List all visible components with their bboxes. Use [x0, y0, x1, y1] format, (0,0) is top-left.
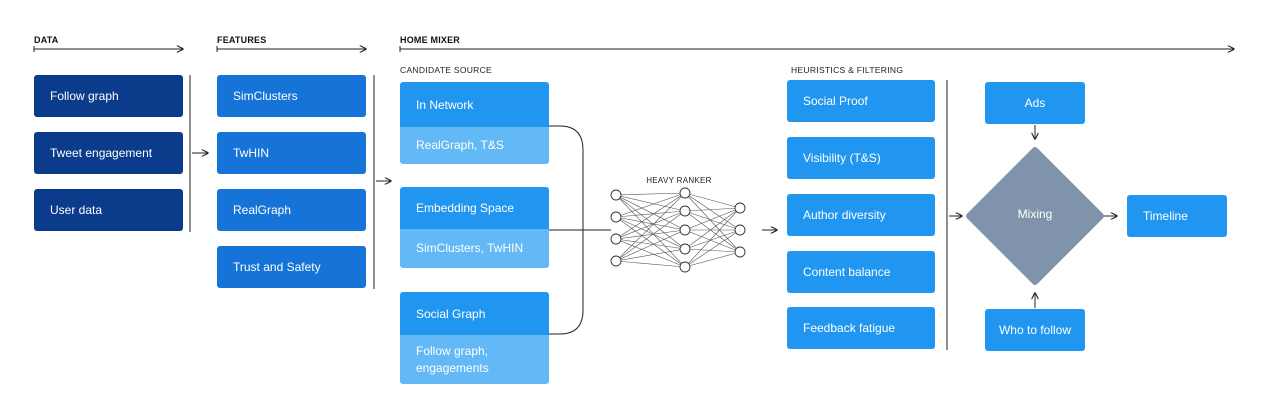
network-node — [679, 187, 691, 199]
network-node — [679, 261, 691, 273]
network-edge — [684, 210, 741, 253]
heuristic-feedback-fatigue: Feedback fatigue — [787, 307, 935, 349]
network-node — [734, 202, 746, 214]
network-edge — [615, 194, 686, 231]
network-node — [610, 233, 622, 245]
data-item-tweet-engagement: Tweet engagement — [34, 132, 183, 174]
network-edge — [684, 248, 741, 253]
network-node — [734, 224, 746, 236]
candidate-detail: RealGraph, T&S — [400, 127, 549, 164]
network-edge — [615, 248, 686, 262]
candidate-embedding-space: Embedding Space SimClusters, TwHIN — [400, 187, 549, 268]
network-edge — [615, 192, 686, 262]
network-node — [679, 243, 691, 255]
network-edge — [684, 210, 741, 231]
network-node — [679, 224, 691, 236]
heavy-ranker-label: HEAVY RANKER — [646, 176, 712, 185]
candidate-detail: Follow graph, engagements — [400, 335, 549, 384]
network-edge — [615, 194, 686, 250]
network-edge — [684, 192, 741, 231]
section-label-data: DATA — [34, 35, 59, 45]
network-edge — [615, 194, 686, 212]
section-label-home-mixer: HOME MIXER — [400, 35, 461, 45]
network-edge — [615, 216, 686, 268]
mixing-diamond — [966, 147, 1104, 285]
heuristic-content-balance: Content balance — [787, 251, 935, 293]
data-header-arrow — [33, 46, 183, 52]
network-edge — [615, 260, 686, 268]
heuristic-author-diversity: Author diversity — [787, 194, 935, 236]
heuristic-visibility: Visibility (T&S) — [787, 137, 935, 179]
candidate-merge-lines — [549, 125, 611, 335]
network-node — [734, 246, 746, 258]
network-edge — [615, 192, 686, 218]
timeline-box: Timeline — [1127, 195, 1227, 237]
network-edge — [615, 216, 686, 250]
network-edge — [615, 229, 686, 262]
network-edge — [615, 210, 686, 262]
network-node — [610, 211, 622, 223]
candidate-title: In Network — [400, 82, 549, 127]
network-node — [679, 205, 691, 217]
network-edge — [615, 229, 686, 240]
features-header-arrow — [216, 46, 366, 52]
network-edge — [684, 207, 741, 250]
network-node — [610, 189, 622, 201]
network-edge — [684, 207, 741, 231]
candidate-detail: SimClusters, TwHIN — [400, 229, 549, 268]
network-edge — [615, 238, 686, 250]
candidate-title: Embedding Space — [400, 187, 549, 229]
feature-item-trust-and-safety: Trust and Safety — [217, 246, 366, 288]
heavy-ranker-network — [610, 187, 746, 273]
network-edge — [684, 192, 741, 209]
heuristic-social-proof: Social Proof — [787, 80, 935, 122]
network-edge — [615, 192, 686, 196]
mixing-label: Mixing — [1017, 207, 1053, 221]
candidate-in-network: In Network RealGraph, T&S — [400, 82, 549, 164]
section-label-features: FEATURES — [217, 35, 267, 45]
candidate-title: Social Graph — [400, 292, 549, 335]
network-edge — [615, 210, 686, 240]
ads-box: Ads — [985, 82, 1085, 124]
network-edge — [684, 229, 741, 253]
network-node — [610, 255, 622, 267]
who-to-follow-box: Who to follow — [985, 309, 1085, 351]
network-edge — [684, 207, 741, 268]
feature-item-realgraph: RealGraph — [217, 189, 366, 231]
home-mixer-header-arrow — [399, 46, 1234, 52]
heuristics-label: HEURISTICS & FILTERING — [791, 65, 904, 75]
network-edge — [684, 251, 741, 268]
network-edge — [684, 192, 741, 253]
candidate-social-graph: Social Graph Follow graph, engagements — [400, 292, 549, 384]
network-edge — [615, 194, 686, 268]
data-item-user-data: User data — [34, 189, 183, 231]
network-edge — [684, 229, 741, 268]
data-item-follow-graph: Follow graph — [34, 75, 183, 117]
network-edge — [615, 216, 686, 231]
network-edge — [615, 210, 686, 218]
network-edge — [684, 229, 741, 250]
network-edge — [615, 238, 686, 268]
network-edge — [615, 192, 686, 240]
feature-item-simclusters: SimClusters — [217, 75, 366, 117]
feature-item-twhin: TwHIN — [217, 132, 366, 174]
network-edge — [684, 207, 741, 212]
candidate-source-label: CANDIDATE SOURCE — [400, 65, 493, 75]
